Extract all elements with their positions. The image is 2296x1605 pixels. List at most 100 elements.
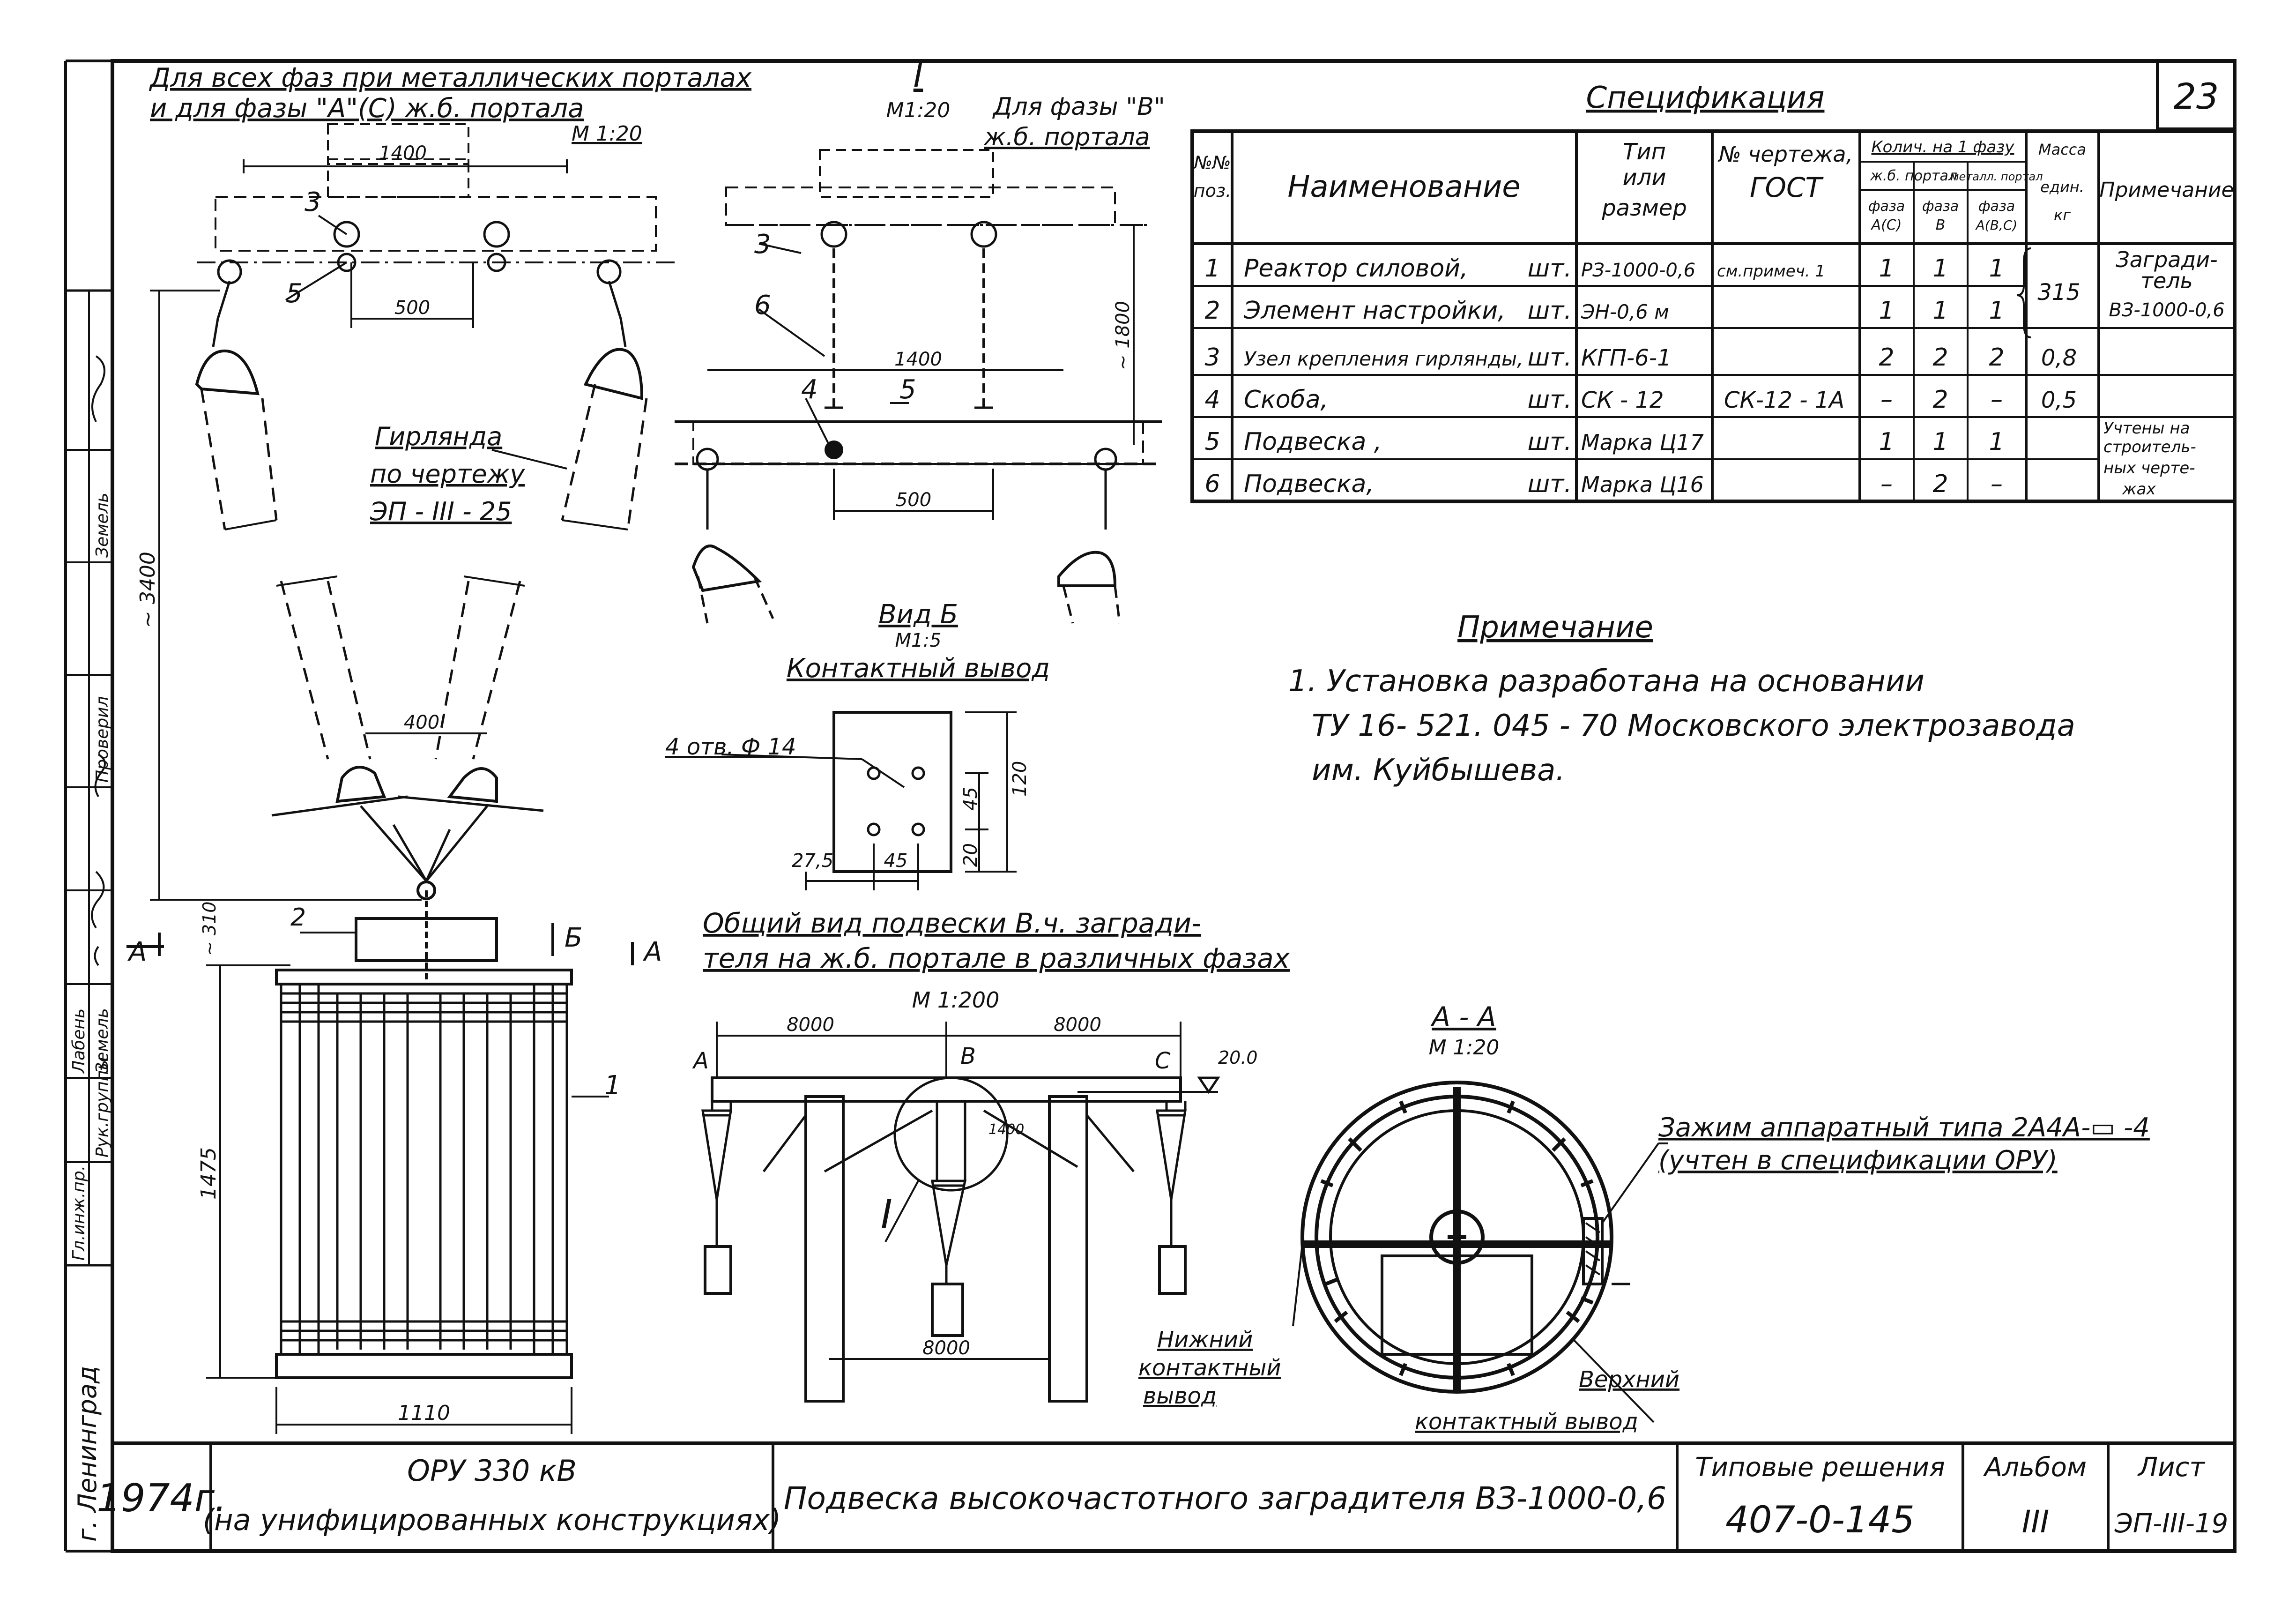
aa-clamp-2: (учтен в спецификации ОРУ) — [1658, 1145, 2058, 1176]
spec-grid — [1190, 129, 2237, 503]
spec-mass-315: 315 — [2037, 279, 2081, 306]
spec-r1-q1: 1 — [1879, 254, 1894, 283]
vb-dim-120: 120 — [1009, 761, 1031, 797]
title-name: Подвеска высокочастотного заградителя ВЗ… — [784, 1480, 1666, 1516]
spec-h-mass-2: един. — [2040, 178, 2084, 196]
gv-title-2: теля на ж.б. портале в различных фазах — [703, 942, 1290, 974]
si-dim-1800: ~ 1800 — [1112, 301, 1134, 370]
title-object-2: (на унифицированных конструкциях) — [203, 1503, 781, 1537]
aa-upper-1: Верхний — [1579, 1366, 1679, 1393]
vb-dim-45v: 45 — [960, 787, 981, 811]
spec-r6-q1: – — [1880, 470, 1893, 498]
tl-dim-3400: ~ 3400 — [136, 552, 160, 628]
aa-clamp-1: Зажим аппаратный типа 2А4А-▭ -4 — [1658, 1112, 2150, 1143]
spec-r5-q2: 1 — [1932, 428, 1948, 456]
spec-r5-q1: 1 — [1879, 428, 1894, 456]
si-dim-1400: 1400 — [894, 349, 942, 370]
spec-r6-unit: шт. — [1528, 470, 1572, 498]
spec-r6-q3: – — [1991, 470, 2003, 498]
gv-phase-c: С — [1155, 1048, 1171, 1074]
spec-r4-q1: – — [1880, 386, 1893, 414]
tl-garland-1: Гирлянда — [375, 422, 502, 451]
spec-r6-q2: 2 — [1932, 470, 1948, 498]
spec-h-phase-b-1: фаза — [1922, 198, 1959, 215]
si-pos-5: 5 — [899, 374, 916, 405]
spec-r4-q3: – — [1991, 386, 2003, 414]
trap-dim-1475: 1475 — [197, 1147, 221, 1200]
spec-r6-name: Подвеска, — [1244, 470, 1374, 498]
spec-r2-type: ЭН-0,6 м — [1581, 300, 1669, 323]
tl-pos-5: 5 — [286, 278, 303, 309]
si-pos-3: 3 — [754, 229, 771, 260]
spec-r5-unit: шт. — [1528, 428, 1572, 456]
spec-r3-unit: шт. — [1528, 343, 1572, 372]
spec-note-1: Загради- — [2116, 247, 2218, 272]
spec-r1-type: РЗ-1000-0,6 — [1581, 260, 1695, 281]
title-album-label: Альбом — [1983, 1452, 2087, 1483]
spec-r2-name: Элемент настройки, — [1243, 297, 1506, 325]
aa-drawing — [1292, 1081, 1668, 1423]
vb-title: Вид Б — [878, 599, 958, 630]
spec-note-2: тель — [2140, 268, 2193, 293]
si-phase-2: ж.б. портала — [983, 123, 1150, 151]
spec-h-mass-1: Масса — [2038, 141, 2086, 158]
spec-r2-q3: 1 — [1989, 297, 2004, 325]
spec-h-qty: Колич. на 1 фазу — [1872, 138, 2015, 157]
spec-r2-q2: 1 — [1932, 297, 1948, 325]
tl-scale: М 1:20 — [572, 122, 642, 146]
gv-title-1: Общий вид подвески В.ч. загради- — [703, 907, 1201, 939]
note-title: Примечание — [1457, 610, 1653, 645]
tl-dim-400: 400 — [404, 712, 439, 733]
si-pos-6: 6 — [754, 290, 771, 321]
stamp-role-3: Лабень — [69, 1008, 89, 1074]
stamp-role-1: Гл.инж.пр. — [69, 1165, 89, 1261]
title-album: III — [2022, 1504, 2049, 1540]
spec-note-4: Учтены на — [2103, 419, 2190, 438]
title-sheet-label: Лист — [2137, 1452, 2205, 1483]
spec-r1-q2: 1 — [1932, 254, 1948, 283]
side-signatures — [91, 355, 106, 966]
side-stamp — [66, 289, 112, 1267]
stamp-role-2: Рук.группы — [93, 1057, 112, 1157]
gv-callout: I — [881, 1191, 892, 1237]
trap-pos-2: 2 — [290, 903, 306, 932]
tl-dim-500: 500 — [394, 297, 430, 319]
note-line-1: 1. Установка разработана на основании — [1288, 664, 1924, 699]
spec-mass-08: 0,8 — [2041, 345, 2077, 371]
spec-r3-name: Узел крепления гирлянды, — [1244, 347, 1523, 370]
trap-dim-1110: 1110 — [398, 1401, 450, 1425]
spec-h-phase-abc-2: А(В,С) — [1975, 217, 2018, 233]
si-drawing — [675, 149, 1162, 624]
tl-v-garland — [271, 575, 544, 900]
spec-r4-pos: 4 — [1204, 386, 1220, 414]
trap-pos-1: 1 — [604, 1070, 621, 1101]
spec-h-type-3: размер — [1601, 195, 1687, 221]
tl-title-2: и для фазы "А"(С) ж.б. портала — [150, 93, 584, 124]
trap-body — [126, 890, 634, 1434]
spec-r2-unit: шт. — [1528, 297, 1572, 325]
spec-r4-type: СК - 12 — [1581, 387, 1664, 413]
spec-h-rc-portal: ж.б. портал — [1870, 168, 1957, 184]
spec-r5-q3: 1 — [1989, 428, 2004, 456]
sheet-number: 23 — [2174, 75, 2219, 117]
tl-dim-3400-line — [150, 290, 422, 901]
spec-h-phase-b-2: В — [1936, 217, 1946, 233]
spec-r1-q3: 1 — [1989, 254, 2004, 283]
spec-note-7: жах — [2122, 480, 2156, 499]
spec-h-metal-portal: металл. портал — [1950, 170, 2043, 183]
spec-h-note: Примечание — [2099, 178, 2234, 202]
stamp-role-5: Проверил — [93, 696, 112, 783]
spec-note-5: строитель- — [2103, 438, 2196, 456]
trap-mark-b: Б — [565, 923, 582, 953]
stamp-role-4: Земель — [93, 1008, 112, 1073]
trap-dim-310: ~ 310 — [199, 902, 220, 956]
stamp-role-6: Земель — [93, 493, 112, 558]
spec-r1-pos: 1 — [1204, 254, 1220, 283]
stamp-city: г. Ленинград — [73, 1366, 102, 1542]
spec-h-pos-2: поз. — [1194, 180, 1231, 201]
spec-h-type-2: или — [1622, 164, 1666, 191]
spec-r4-drawing: СК-12 - 1А — [1724, 387, 1844, 413]
gv-dim-8000-left: 8000 — [787, 1014, 834, 1036]
spec-r5-type: Марка Ц17 — [1581, 430, 1704, 455]
spec-r1-name: Реактор силовой, — [1244, 254, 1468, 283]
